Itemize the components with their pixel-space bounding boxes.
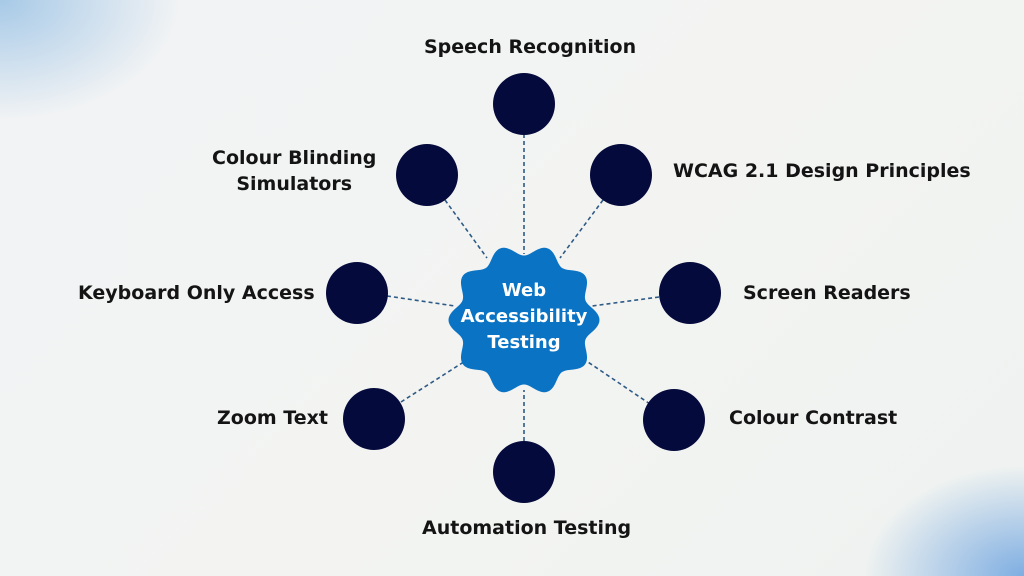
connector-zoom-text (400, 357, 471, 403)
hub-label: Web Accessibility Testing (454, 278, 594, 356)
hub-label-line-2: Accessibility (460, 306, 588, 327)
node-speech-recognition (493, 73, 555, 135)
node-screen-readers (659, 262, 721, 324)
connector-colour-contrast (581, 357, 651, 405)
node-colour-blinding (396, 144, 458, 206)
connectors (386, 134, 660, 441)
label-colour-blinding-line-2: Simulators (236, 173, 353, 195)
label-colour-blinding-line-1: Colour Blinding (212, 147, 377, 169)
hub-label-line-3: Testing (487, 332, 561, 353)
satellite-nodes (326, 73, 721, 503)
label-colour-blinding: Colour Blinding Simulators (212, 145, 376, 197)
hub-badge (448, 247, 600, 393)
label-screen-readers: Screen Readers (743, 282, 911, 304)
label-automation-testing: Automation Testing (422, 517, 632, 539)
node-automation-testing (493, 441, 555, 503)
label-keyboard-only-access: Keyboard Only Access (78, 282, 315, 304)
node-zoom-text (343, 388, 405, 450)
node-keyboard-only-access (326, 262, 388, 324)
connector-screen-readers (591, 296, 660, 307)
hub-label-line-1: Web (501, 280, 547, 301)
connector-wcag (559, 199, 604, 259)
connector-keyboard-only-access (386, 295, 456, 307)
label-wcag: WCAG 2.1 Design Principles (673, 160, 971, 182)
label-colour-contrast: Colour Contrast (729, 407, 898, 429)
label-zoom-text: Zoom Text (217, 407, 328, 429)
connector-colour-blinding (444, 199, 488, 259)
label-speech-recognition: Speech Recognition (424, 36, 637, 58)
node-wcag (590, 144, 652, 206)
node-colour-contrast (643, 389, 705, 451)
